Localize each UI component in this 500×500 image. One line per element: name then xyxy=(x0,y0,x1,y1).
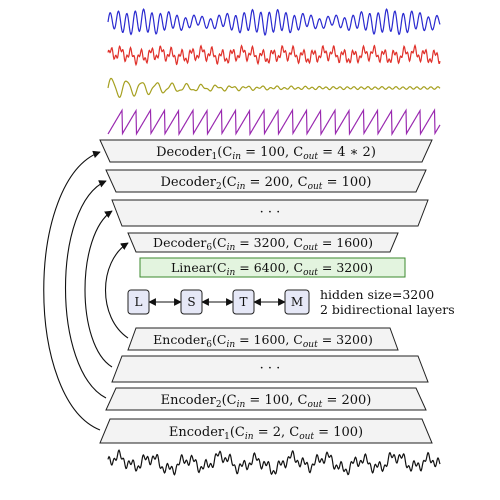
encoder-2-block xyxy=(105,387,427,411)
rnn-box-T xyxy=(232,289,255,315)
lstm-block: L S T M hidden size=3200 2 bidirectional… xyxy=(127,287,455,317)
decoder-2-label: Decoder2(Cin = 200, Cout = 100) xyxy=(161,175,372,192)
rnn-box-M xyxy=(284,289,310,315)
encoder-6-label: Encoder6(Cin = 1600, Cout = 3200) xyxy=(153,332,373,350)
rnn-box-S xyxy=(180,289,203,315)
decoder-6-label: Decoder6(Cin = 3200, Cout = 1600) xyxy=(153,235,373,253)
encoder-ellipsis-block xyxy=(111,355,429,383)
encoder-1-block xyxy=(99,418,433,444)
rnn-box-S-label: S xyxy=(187,295,195,309)
skip-connection-2 xyxy=(65,180,107,399)
output-wave-olive xyxy=(107,77,441,99)
rnn-box-T-label: T xyxy=(239,295,247,309)
encoder-1-label: Encoder1(Cin = 2, Cout = 100) xyxy=(169,425,363,442)
rnn-box-M-label: M xyxy=(291,295,303,309)
decoder-1-block xyxy=(99,139,433,163)
rnn-hidden-size: hidden size=3200 xyxy=(320,287,434,302)
input-wave xyxy=(107,449,441,476)
linear-block xyxy=(139,257,406,278)
encoder-6-block xyxy=(127,327,399,351)
decoder-ellipsis-block xyxy=(111,199,429,227)
output-wave-red xyxy=(107,43,441,67)
rnn-box-L xyxy=(127,289,150,315)
linear-label: Linear(Cin = 6400, Cout = 3200) xyxy=(171,260,373,278)
decoder-1-label: Decoder1(Cin = 100, Cout = 4 ∗ 2) xyxy=(156,145,376,162)
encoder-stack: Encoder6(Cin = 1600, Cout = 3200) · · · … xyxy=(99,327,433,444)
skip-connection-3 xyxy=(84,210,113,368)
output-waveforms xyxy=(107,8,441,137)
encoder-ellipsis: · · · xyxy=(260,361,281,376)
skip-connection-1 xyxy=(43,150,101,431)
rnn-layers: 2 bidirectional layers xyxy=(320,302,455,317)
decoder-ellipsis: · · · xyxy=(260,205,281,220)
decoder-6-block xyxy=(127,232,399,253)
rnn-box-L-label: L xyxy=(135,295,143,309)
skip-connections xyxy=(43,150,129,431)
decoder-stack: Decoder1(Cin = 100, Cout = 4 ∗ 2) Decode… xyxy=(99,139,433,253)
skip-connection-6 xyxy=(104,242,129,339)
output-wave-purple xyxy=(107,108,441,137)
linear-layer: Linear(Cin = 6400, Cout = 3200) xyxy=(139,257,406,278)
decoder-2-block xyxy=(105,169,427,193)
encoder-2-label: Encoder2(Cin = 100, Cout = 200) xyxy=(161,393,372,410)
output-wave-blue xyxy=(107,8,441,37)
